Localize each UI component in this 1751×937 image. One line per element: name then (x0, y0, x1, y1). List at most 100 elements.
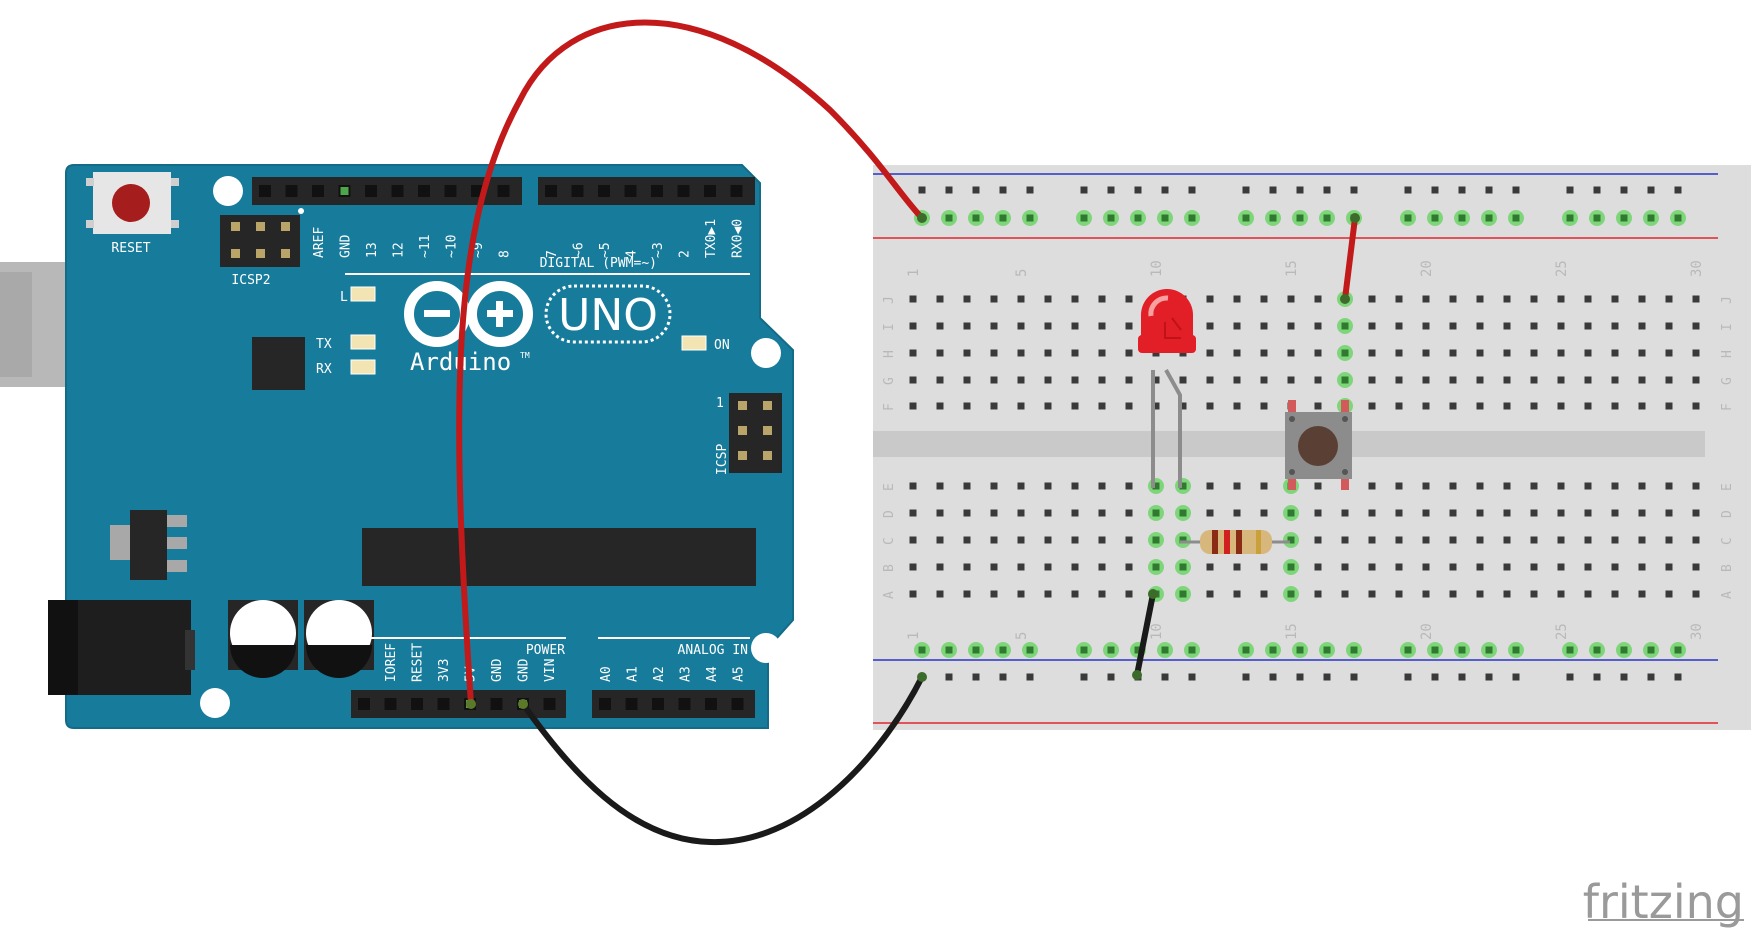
breadboard-hole[interactable] (990, 536, 998, 544)
breadboard-hole[interactable] (1593, 673, 1601, 681)
jumper-wire-red[interactable] (1342, 215, 1358, 302)
breadboard-hole[interactable] (1458, 646, 1466, 654)
breadboard-hole[interactable] (1368, 482, 1376, 490)
pin-socket[interactable] (731, 698, 744, 710)
breadboard-hole[interactable] (1260, 563, 1268, 571)
breadboard-hole[interactable] (1098, 536, 1106, 544)
breadboard-hole[interactable] (936, 402, 944, 410)
breadboard-hole[interactable] (1260, 402, 1268, 410)
breadboard-hole[interactable] (1566, 214, 1574, 222)
breadboard-hole[interactable] (1314, 322, 1322, 330)
breadboard-hole[interactable] (1611, 322, 1619, 330)
breadboard-hole[interactable] (909, 349, 917, 357)
breadboard-hole[interactable] (1476, 536, 1484, 544)
breadboard-hole[interactable] (1422, 295, 1430, 303)
breadboard-hole[interactable] (1584, 295, 1592, 303)
breadboard-hole[interactable] (1026, 673, 1034, 681)
breadboard-hole[interactable] (1107, 646, 1115, 654)
breadboard-hole[interactable] (1080, 673, 1088, 681)
breadboard-hole[interactable] (1530, 590, 1538, 598)
breadboard-hole[interactable] (1368, 402, 1376, 410)
breadboard-hole[interactable] (1026, 186, 1034, 194)
breadboard-hole[interactable] (1107, 214, 1115, 222)
breadboard-hole[interactable] (1341, 349, 1349, 357)
breadboard-hole[interactable] (1584, 349, 1592, 357)
breadboard-hole[interactable] (1098, 509, 1106, 517)
breadboard-hole[interactable] (1044, 563, 1052, 571)
pin-socket[interactable] (437, 698, 450, 710)
breadboard-hole[interactable] (1638, 536, 1646, 544)
breadboard-hole[interactable] (1269, 186, 1277, 194)
breadboard-hole[interactable] (1206, 322, 1214, 330)
pin-socket[interactable] (624, 185, 637, 197)
breadboard-hole[interactable] (1125, 349, 1133, 357)
breadboard-hole[interactable] (1044, 509, 1052, 517)
breadboard-hole[interactable] (1611, 482, 1619, 490)
breadboard-hole[interactable] (1692, 563, 1700, 571)
breadboard-hole[interactable] (1476, 482, 1484, 490)
pin-socket[interactable] (411, 698, 423, 710)
breadboard-hole[interactable] (1647, 673, 1655, 681)
breadboard-hole[interactable] (1485, 214, 1493, 222)
breadboard-hole[interactable] (1611, 349, 1619, 357)
breadboard-hole[interactable] (1314, 482, 1322, 490)
breadboard-hole[interactable] (963, 509, 971, 517)
breadboard-hole[interactable] (1449, 482, 1457, 490)
breadboard-hole[interactable] (1638, 376, 1646, 384)
breadboard-hole[interactable] (1044, 376, 1052, 384)
breadboard-hole[interactable] (990, 563, 998, 571)
breadboard-hole[interactable] (1476, 295, 1484, 303)
breadboard-hole[interactable] (1422, 322, 1430, 330)
breadboard-hole[interactable] (1044, 322, 1052, 330)
breadboard-hole[interactable] (1557, 349, 1565, 357)
breadboard-hole[interactable] (1188, 646, 1196, 654)
breadboard-hole[interactable] (1188, 186, 1196, 194)
breadboard-hole[interactable] (1665, 402, 1673, 410)
breadboard-hole[interactable] (945, 214, 953, 222)
breadboard-hole[interactable] (1206, 376, 1214, 384)
breadboard-hole[interactable] (1566, 186, 1574, 194)
breadboard-hole[interactable] (936, 536, 944, 544)
breadboard-hole[interactable] (1584, 376, 1592, 384)
breadboard-hole[interactable] (1269, 214, 1277, 222)
breadboard-hole[interactable] (1368, 376, 1376, 384)
breadboard-hole[interactable] (1341, 590, 1349, 598)
breadboard-hole[interactable] (1098, 402, 1106, 410)
breadboard-hole[interactable] (990, 295, 998, 303)
breadboard-hole[interactable] (1476, 322, 1484, 330)
breadboard-hole[interactable] (1161, 186, 1169, 194)
breadboard-hole[interactable] (1179, 376, 1187, 384)
breadboard-hole[interactable] (963, 402, 971, 410)
breadboard-hole[interactable] (1071, 376, 1079, 384)
breadboard-hole[interactable] (1458, 214, 1466, 222)
breadboard-hole[interactable] (1503, 509, 1511, 517)
pin-socket[interactable] (312, 185, 324, 197)
breadboard-hole[interactable] (1620, 646, 1628, 654)
breadboard-hole[interactable] (1233, 376, 1241, 384)
breadboard-hole[interactable] (1449, 322, 1457, 330)
breadboard-hole[interactable] (1638, 563, 1646, 571)
breadboard-hole[interactable] (1323, 673, 1331, 681)
breadboard-hole[interactable] (1125, 536, 1133, 544)
breadboard-hole[interactable] (1017, 563, 1025, 571)
breadboard-hole[interactable] (936, 590, 944, 598)
breadboard-hole[interactable] (1125, 482, 1133, 490)
breadboard-hole[interactable] (1080, 186, 1088, 194)
breadboard-hole[interactable] (1287, 295, 1295, 303)
breadboard-hole[interactable] (1206, 482, 1214, 490)
breadboard-hole[interactable] (1044, 536, 1052, 544)
breadboard-hole[interactable] (1665, 295, 1673, 303)
breadboard-hole[interactable] (1530, 563, 1538, 571)
pin-socket[interactable] (545, 185, 557, 197)
breadboard-hole[interactable] (1530, 536, 1538, 544)
breadboard-hole[interactable] (1287, 376, 1295, 384)
breadboard-hole[interactable] (1422, 376, 1430, 384)
breadboard-hole[interactable] (1449, 590, 1457, 598)
pin-socket[interactable] (730, 185, 743, 197)
breadboard-hole[interactable] (1233, 349, 1241, 357)
pin-socket[interactable] (598, 185, 610, 197)
breadboard-hole[interactable] (1017, 322, 1025, 330)
breadboard-hole[interactable] (1665, 590, 1673, 598)
breadboard-hole[interactable] (1044, 295, 1052, 303)
breadboard-hole[interactable] (1368, 295, 1376, 303)
